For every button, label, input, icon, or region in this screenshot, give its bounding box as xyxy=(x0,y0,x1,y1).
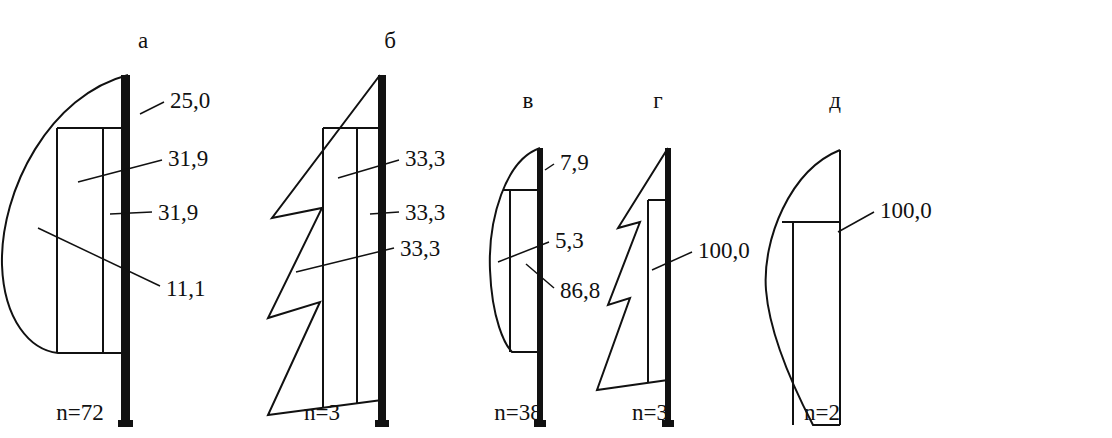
percent-value: 100,0 xyxy=(880,199,932,222)
panel-letter: а xyxy=(138,29,148,52)
crown-outline xyxy=(2,75,128,353)
crown-outline xyxy=(268,75,382,415)
percent-value: 100,0 xyxy=(698,239,750,262)
leader-lines xyxy=(38,102,874,288)
trunk-base xyxy=(118,420,133,427)
percent-value: 25,0 xyxy=(170,89,210,112)
percent-value: 31,9 xyxy=(158,201,198,224)
crown-outline xyxy=(490,148,540,352)
leader-line xyxy=(545,164,554,170)
leader-line xyxy=(38,228,160,286)
panel-letter: д xyxy=(829,89,841,112)
crown-outline xyxy=(766,150,840,425)
leader-line xyxy=(338,160,399,178)
crown-division xyxy=(782,150,840,425)
leader-line xyxy=(140,102,164,114)
sample-size: n=3 xyxy=(304,401,340,424)
leader-line xyxy=(296,248,394,272)
percent-value: 33,3 xyxy=(400,237,440,260)
trunk xyxy=(121,75,130,425)
leader-line xyxy=(526,264,554,288)
percent-value: 86,8 xyxy=(560,279,600,302)
crown-outline xyxy=(597,148,668,390)
leader-line xyxy=(498,242,549,262)
trunk xyxy=(537,148,543,425)
percent-value: 7,9 xyxy=(560,151,589,174)
leader-line xyxy=(110,212,152,214)
leader-line xyxy=(652,252,692,270)
percent-value: 11,1 xyxy=(166,277,205,300)
percent-value: 31,9 xyxy=(168,147,208,170)
percent-value: 5,3 xyxy=(555,229,584,252)
trunk xyxy=(665,148,671,425)
panel-letter: в xyxy=(523,89,534,112)
sample-size: n=3 xyxy=(632,401,668,424)
sample-size: n=2 xyxy=(804,401,840,424)
sample-size: n=38 xyxy=(494,401,541,424)
percent-value: 33,3 xyxy=(405,147,445,170)
percent-value: 33,3 xyxy=(405,201,445,224)
leader-line xyxy=(370,212,399,214)
trunks xyxy=(118,75,674,427)
leader-line xyxy=(838,212,874,232)
panel-letter: г xyxy=(653,89,662,112)
sample-size: n=72 xyxy=(56,401,103,424)
crown-division xyxy=(57,128,125,353)
panel-letter: б xyxy=(384,29,396,52)
crown-division xyxy=(323,128,382,408)
trunk-base xyxy=(375,420,389,427)
leader-line xyxy=(78,160,162,182)
